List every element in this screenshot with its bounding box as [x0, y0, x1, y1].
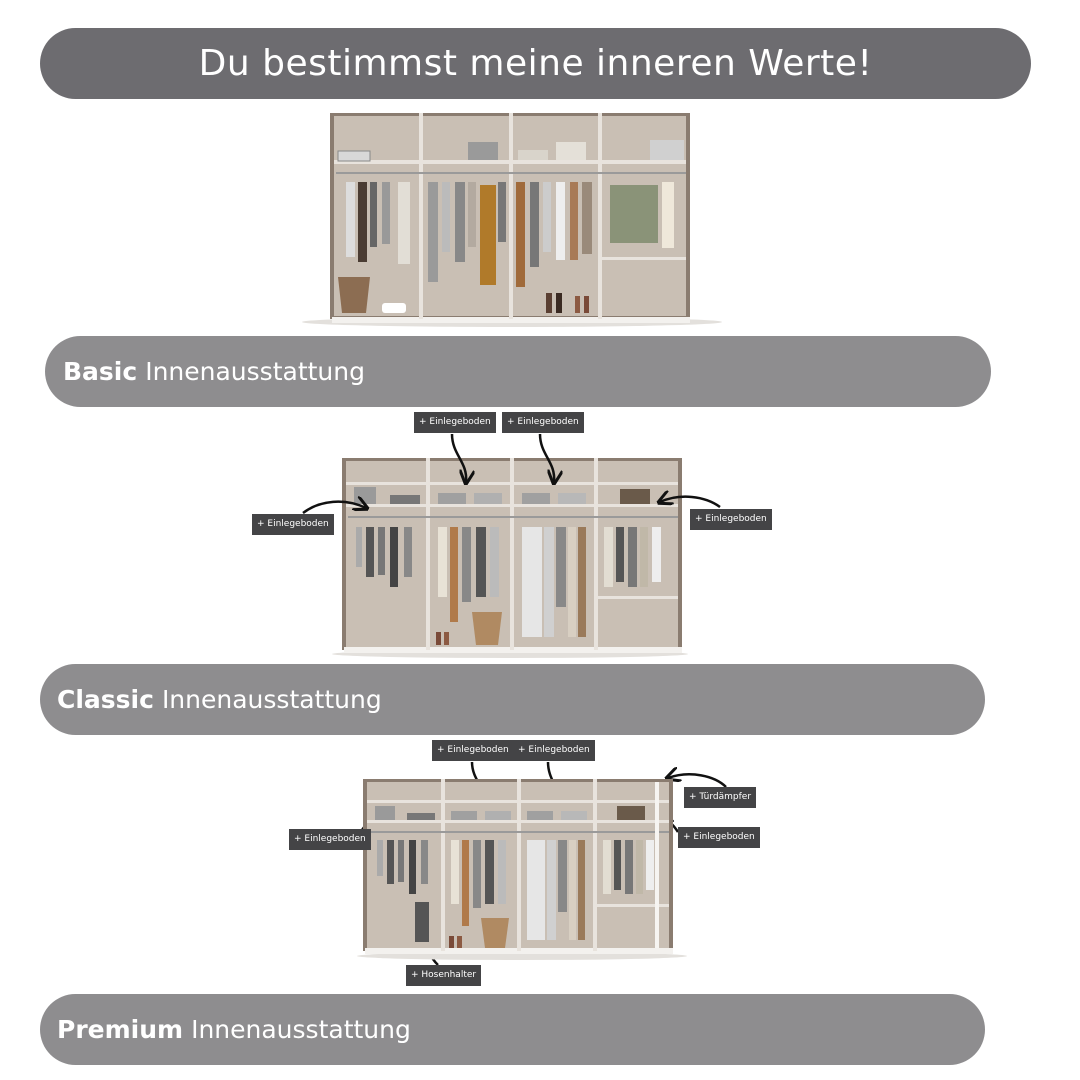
page-title: Du bestimmst meine inneren Werte!: [198, 43, 873, 84]
basic-label-rest: Innenausstattung: [145, 357, 365, 386]
classic-callout-shelf-3: + Einlegeboden: [252, 514, 334, 535]
classic-callout-shelf-4: + Einlegeboden: [690, 509, 772, 530]
classic-callout-shelf-1: + Einlegeboden: [414, 412, 496, 433]
premium-callout-door-damper: + Türdämpfer: [684, 787, 757, 808]
classic-callout-shelf-2: + Einlegeboden: [502, 412, 584, 433]
classic-label-bold: Classic: [57, 685, 154, 714]
basic-label-bold: Basic: [63, 357, 138, 386]
premium-callout-shelf-3: + Einlegeboden: [289, 829, 371, 850]
classic-label-bar: Classic Innenausstattung: [40, 664, 985, 735]
premium-label-bar: Premium Innenausstattung: [40, 994, 985, 1065]
premium-wardrobe-image: [357, 779, 687, 960]
page-title-bar: Du bestimmst meine inneren Werte!: [40, 28, 1031, 99]
premium-callout-shelf-1: + Einlegeboden: [432, 740, 514, 761]
premium-label-bold: Premium: [57, 1015, 184, 1044]
basic-wardrobe-image: [302, 113, 722, 327]
classic-label-rest: Innenausstattung: [161, 685, 382, 714]
premium-callout-shelf-4: + Einlegeboden: [678, 827, 760, 848]
premium-callout-shelf-2: + Einlegeboden: [513, 740, 595, 761]
premium-label-rest: Innenausstattung: [191, 1015, 411, 1044]
classic-wardrobe-image: [332, 458, 688, 658]
premium-callout-trouser-holder: + Hosenhalter: [406, 965, 482, 986]
basic-label-bar: Basic Innenausstattung: [45, 336, 991, 407]
